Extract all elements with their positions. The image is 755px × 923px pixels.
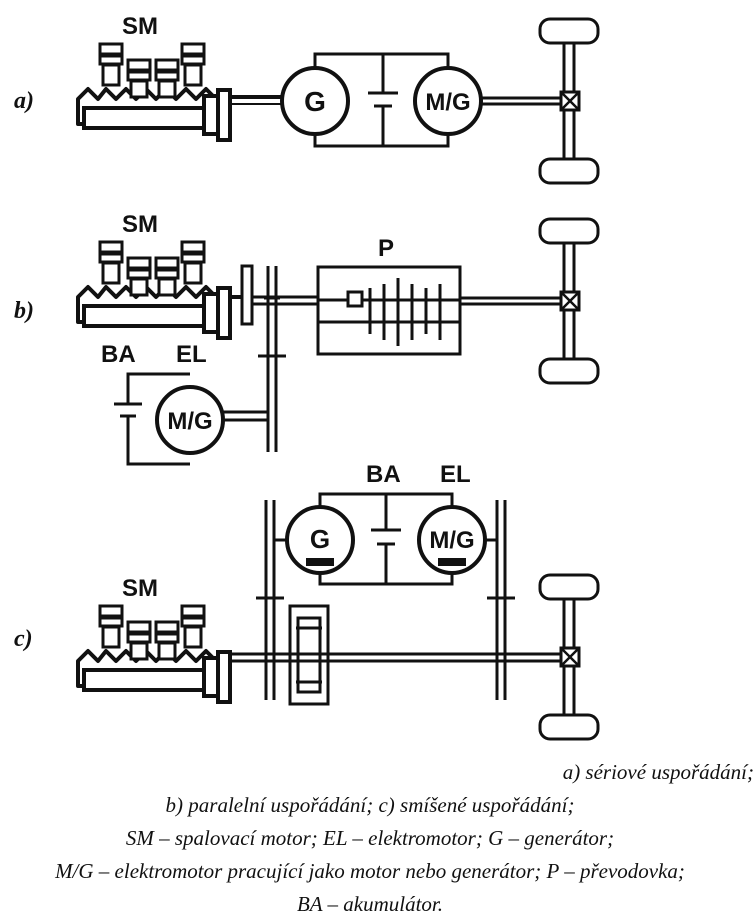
row-c-generator-label: G [310, 524, 330, 554]
row-a-motor-icon [413, 66, 483, 136]
row-b-battery-icon [114, 372, 190, 466]
caption-line-3: SM – spalovací motor; EL – elektromotor;… [126, 826, 614, 850]
row-a-engine-icon [76, 42, 232, 142]
row-a-motor-label: M/G [425, 89, 470, 116]
row-a-axle-icon [538, 17, 600, 185]
row-c-motor-label: M/G [429, 527, 474, 554]
row-a-series: a) SM G M/G [14, 13, 600, 185]
caption-line-1: a) sériové uspořádání; [563, 760, 754, 784]
row-c-engine-icon [76, 604, 232, 704]
row-b-gear-train [258, 266, 286, 452]
row-a-label: a) [14, 88, 34, 114]
row-c-motor-group-label: EL [440, 461, 471, 488]
row-c-battery-label: BA [366, 461, 401, 488]
row-b-gearbox-icon [316, 265, 462, 356]
row-b-engine-icon [76, 240, 232, 340]
row-c-battery-icon [318, 492, 454, 586]
row-b-battery-label: BA [101, 341, 136, 368]
row-c-left-gear-train [256, 500, 284, 700]
row-a-engine-label: SM [122, 13, 158, 40]
row-b-engine-label: SM [122, 211, 158, 238]
row-b-label: b) [14, 298, 34, 324]
row-b-gearbox-label: P [378, 235, 394, 262]
row-c-axle-icon [538, 573, 600, 741]
row-b-clutch-icon [240, 264, 254, 326]
row-b-motor-label: M/G [167, 408, 212, 435]
caption-line-5: BA – akumulátor. [297, 892, 443, 916]
row-b-motor-group-label: EL [176, 341, 207, 368]
row-b-parallel: b) SM P [14, 211, 600, 466]
caption-line-2: b) paralelní uspořádání; c) smíšené uspo… [166, 793, 575, 817]
caption-line-4: M/G – elektromotor pracující jako motor … [54, 859, 685, 883]
caption: a) sériové uspořádání; b) paralelní uspo… [54, 760, 754, 916]
row-a-battery-icon [313, 52, 450, 148]
row-b-axle-icon [538, 217, 600, 385]
row-a-generator-label: G [304, 86, 326, 117]
row-c-right-gear-train [487, 500, 515, 700]
row-c-engine-label: SM [122, 575, 158, 602]
row-c-label: c) [14, 626, 33, 652]
row-c-mixed: c) SM BA EL G M/ [14, 461, 600, 741]
